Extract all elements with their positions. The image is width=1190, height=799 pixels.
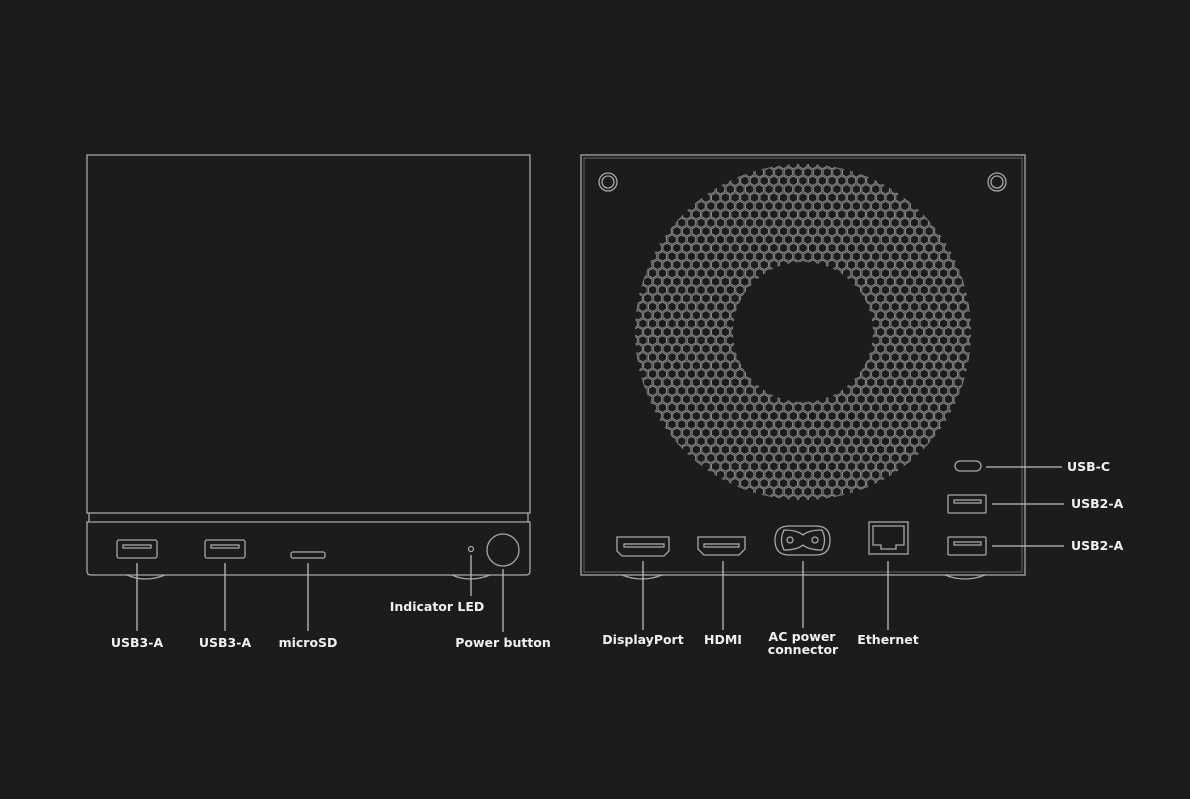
rear-view: DisplayPort HDMI AC power connector Ethe… [580, 154, 1124, 657]
hdmi-port [697, 536, 746, 556]
label-usb2a-2: USB2-A [1071, 538, 1124, 553]
usb3a-port-1 [116, 539, 158, 559]
rear-panel [580, 154, 1026, 576]
front-view: USB3-A USB3-A microSD Indicator LED Powe… [86, 154, 551, 650]
power-button [486, 533, 520, 567]
front-step [88, 513, 529, 522]
label-usb3a-1: USB3-A [111, 635, 164, 650]
front-foot-left [126, 574, 166, 580]
label-usbc: USB-C [1067, 459, 1110, 474]
ethernet-port [868, 521, 909, 555]
fan-vent-mesh [635, 164, 972, 501]
label-ac-power-line1: AC power [769, 629, 837, 644]
label-usb2a-1: USB2-A [1071, 496, 1124, 511]
microsd-slot [290, 551, 326, 559]
label-microsd: microSD [279, 635, 338, 650]
label-displayport: DisplayPort [602, 632, 683, 647]
rear-foot-right [944, 574, 986, 580]
rear-foot-left [621, 574, 663, 580]
usb2a-port-2 [947, 536, 987, 556]
front-base-panel [86, 521, 531, 576]
label-usb3a-2: USB3-A [199, 635, 252, 650]
rear-panel-inner [583, 157, 1023, 573]
label-power-button: Power button [455, 635, 551, 650]
indicator-led [467, 545, 475, 553]
screw-right [987, 172, 1007, 192]
ac-power-connector [774, 525, 831, 556]
screw-left [598, 172, 618, 192]
front-top-panel [86, 154, 531, 514]
usb3a-port-2 [204, 539, 246, 559]
label-hdmi: HDMI [704, 632, 742, 647]
usb2a-port-1 [947, 494, 987, 514]
label-ac-power-line2: connector [768, 642, 839, 657]
label-ethernet: Ethernet [857, 632, 918, 647]
label-indicator-led: Indicator LED [390, 599, 485, 614]
usbc-port [954, 460, 982, 472]
displayport-port [616, 536, 670, 557]
